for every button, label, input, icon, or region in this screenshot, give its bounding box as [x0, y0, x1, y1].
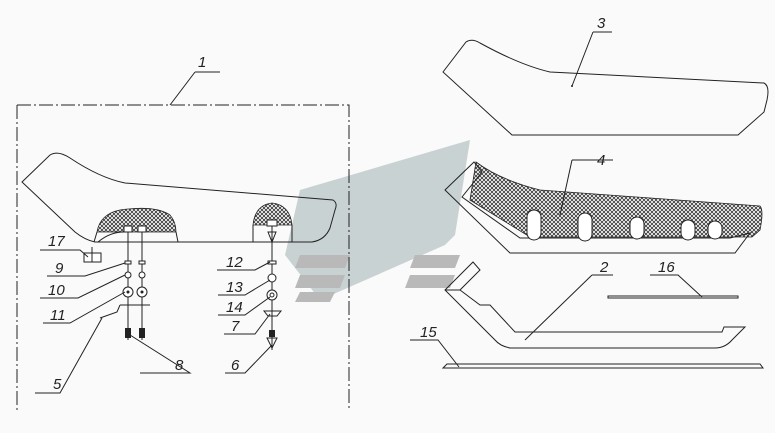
callout-1: 1 [198, 54, 206, 71]
callout-17: 17 [48, 233, 65, 250]
callout-2: 2 [599, 259, 609, 276]
callout-13: 13 [226, 279, 243, 296]
part-15-strip [410, 339, 764, 369]
callout-5: 5 [53, 376, 62, 393]
callout-3: 3 [597, 15, 606, 32]
seat-assembly-left [21, 152, 337, 350]
part-16-strip [607, 274, 739, 299]
callout-16: 16 [658, 259, 675, 276]
left-leaders [35, 249, 273, 394]
callout-14: 14 [226, 299, 243, 316]
part-4-seat-base [444, 159, 763, 254]
callout-10: 10 [48, 282, 65, 299]
part-3-seat-cover [442, 31, 769, 136]
callout-15: 15 [420, 324, 437, 341]
part-2-frame [444, 261, 747, 349]
callout-12: 12 [226, 254, 243, 271]
watermark-logo [285, 140, 470, 302]
callout-11: 11 [50, 307, 66, 324]
callout-7: 7 [231, 318, 240, 335]
assembly-frame [16, 71, 350, 410]
callout-labels: 1 2 3 4 5 6 7 8 9 10 11 12 13 14 15 16 1… [48, 15, 675, 393]
callout-6: 6 [231, 357, 240, 374]
callout-9: 9 [55, 260, 64, 277]
callout-4: 4 [597, 152, 605, 169]
callout-8: 8 [175, 357, 184, 374]
